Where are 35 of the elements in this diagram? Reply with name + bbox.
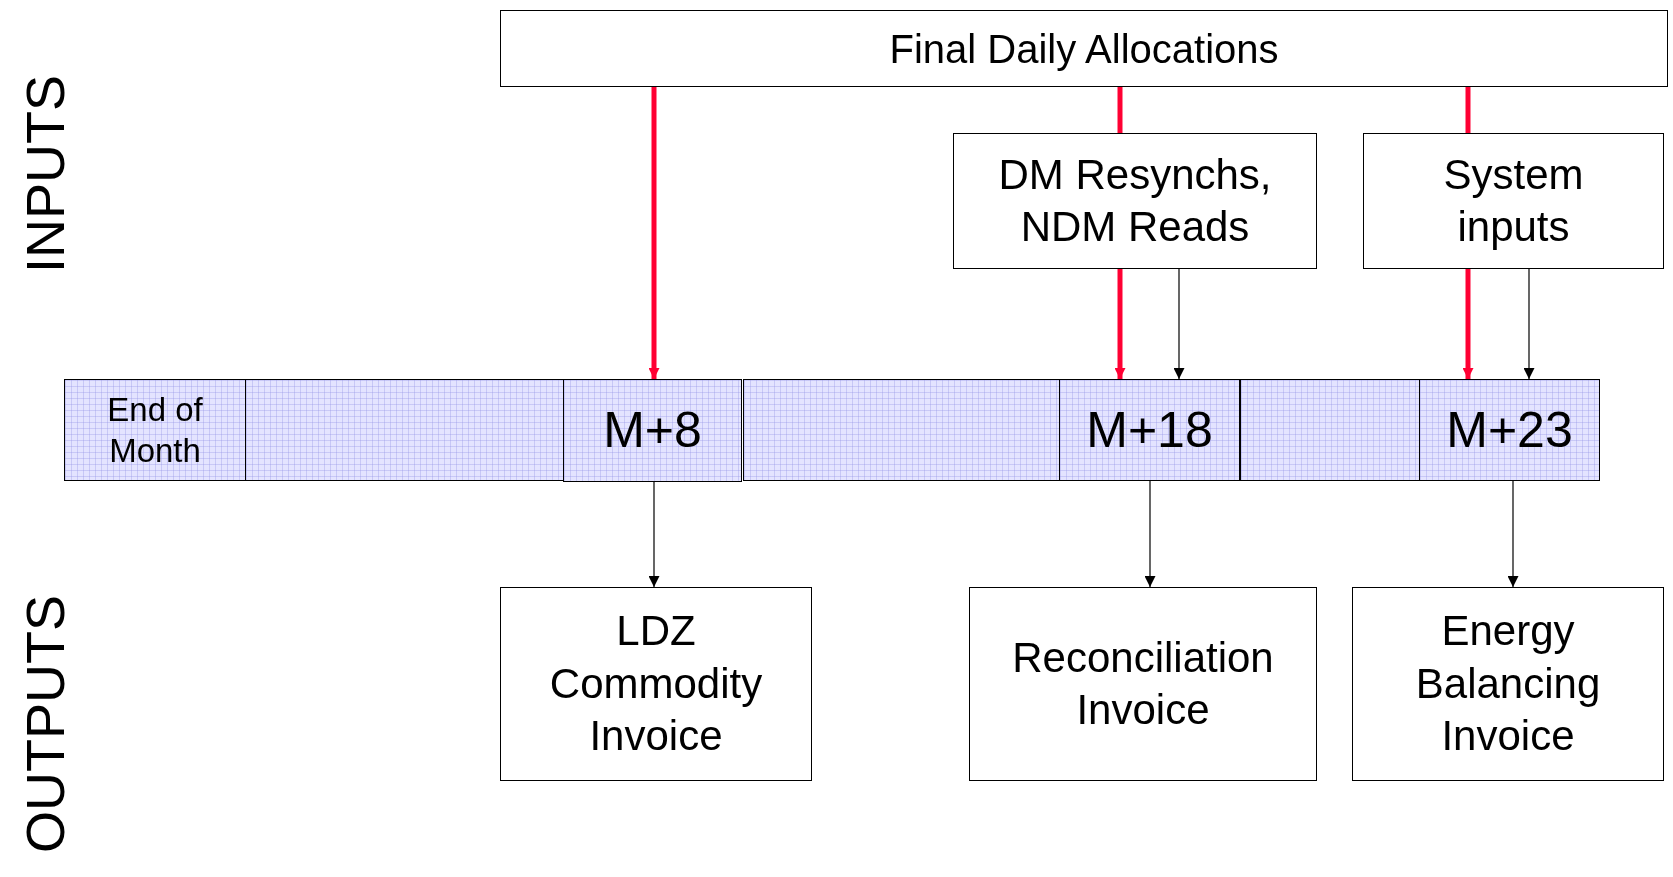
- process-box: [1352, 587, 1664, 781]
- arrow: [1144, 480, 1156, 588]
- timeline-milestone: [64, 379, 246, 481]
- process-box: [969, 587, 1317, 781]
- box-label: Reconciliation Invoice: [1011, 632, 1275, 735]
- process-box: [500, 587, 812, 781]
- arrow: [1507, 480, 1519, 588]
- box-label: DM Resynchs, NDM Reads: [997, 149, 1273, 252]
- arrow: [1462, 269, 1474, 379]
- section-label: OUTPUTS: [14, 595, 76, 853]
- arrow: [648, 87, 660, 379]
- process-box: [500, 10, 1668, 87]
- box-label: Energy Balancing Invoice: [1414, 606, 1602, 762]
- arrow: [1114, 269, 1126, 379]
- box-label: LDZ Commodity Invoice: [548, 606, 764, 762]
- connector-line: [1117, 87, 1123, 133]
- process-box: [953, 133, 1317, 269]
- connector-line: [1465, 87, 1471, 133]
- arrow: [1173, 268, 1185, 380]
- process-box: [1363, 133, 1664, 269]
- timeline-segment: [245, 379, 564, 481]
- timeline-milestone: [1419, 379, 1600, 481]
- box-label: Final Daily Allocations: [889, 25, 1279, 73]
- box-label: M+23: [1446, 400, 1573, 460]
- box-label: M+18: [1086, 400, 1213, 460]
- section-label: INPUTS: [14, 75, 76, 273]
- arrow: [1523, 268, 1535, 380]
- arrow: [648, 481, 660, 588]
- box-label: M+8: [603, 401, 702, 461]
- timeline-segment: [1240, 379, 1420, 481]
- timeline-milestone: [1059, 379, 1240, 481]
- timeline-milestone: [563, 379, 742, 482]
- timeline-segment: [743, 379, 1060, 481]
- box-label: System inputs: [1442, 149, 1585, 252]
- box-label: End of Month: [106, 389, 204, 471]
